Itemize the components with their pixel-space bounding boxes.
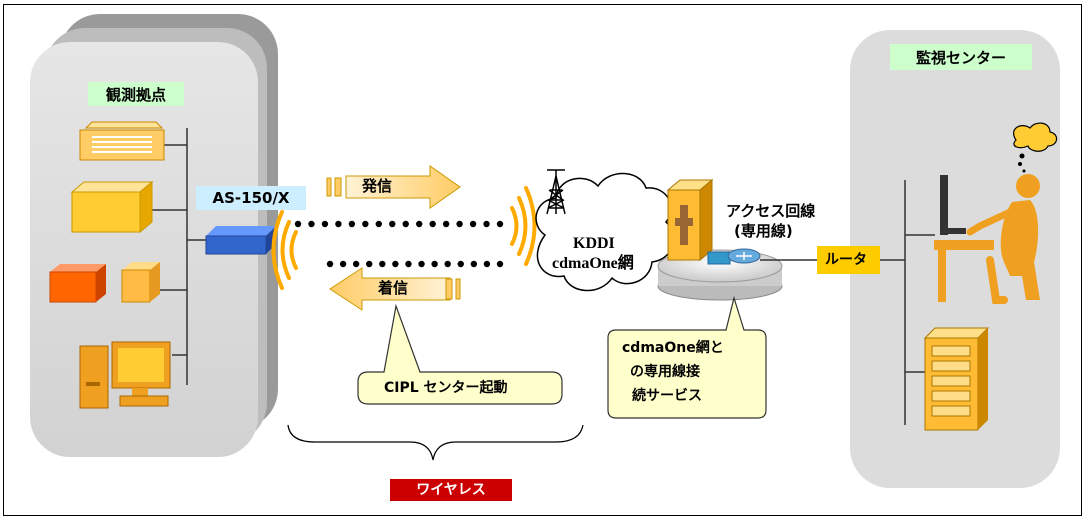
as150x-device-icon — [205, 226, 276, 255]
as150x-device-label: AS-150/X — [196, 186, 306, 210]
equipment-striped-box-icon — [79, 121, 165, 161]
link-dot — [457, 260, 464, 268]
network-name-line2: cdmaOne網 — [552, 255, 634, 272]
link-dot — [348, 220, 356, 228]
right-radio-waves-icon — [510, 186, 537, 266]
link-dot — [389, 220, 396, 228]
link-dot — [362, 220, 369, 228]
dotted-wireless-links — [294, 220, 504, 268]
wireless-badge-label: ワイヤレス — [416, 482, 486, 498]
link-dot — [326, 260, 334, 268]
link-dot — [456, 220, 463, 228]
antenna-tower-icon — [546, 169, 566, 215]
monitor-center-label: 監視センター — [890, 44, 1032, 70]
thought-bubble-icon — [1013, 122, 1058, 173]
service-callout-line1: cdmaOne網と — [622, 340, 724, 356]
wireless-brace-shape — [287, 424, 584, 461]
link-dot — [375, 220, 382, 228]
observation-site-label: 観測拠点 — [88, 82, 184, 106]
service-callout-line2: の専用線接 — [630, 364, 700, 380]
cipl-callout-text: CIPL センター起動 — [384, 380, 508, 396]
access-line-type-label: (専用線) — [734, 222, 793, 240]
link-dot — [392, 260, 399, 268]
router-label: ルータ — [825, 252, 867, 268]
service-callout-shape — [607, 295, 767, 419]
link-dot — [366, 260, 373, 268]
link-dot — [321, 220, 329, 228]
link-dot — [444, 260, 451, 268]
link-dot — [352, 260, 360, 268]
equipment-orange-box-icon — [49, 262, 160, 303]
link-dot — [379, 260, 386, 268]
server-tower-icon — [923, 327, 990, 431]
link-dot — [483, 220, 490, 228]
link-dot — [496, 260, 504, 268]
personal-computer-icon — [79, 341, 171, 409]
link-dot — [429, 220, 436, 228]
link-dot — [442, 220, 450, 228]
link-dot — [402, 220, 409, 228]
link-dot — [496, 220, 504, 228]
network-name-line1: KDDI — [573, 235, 615, 252]
link-dot — [431, 260, 438, 268]
outgoing-signal-label: 発信 — [362, 177, 393, 195]
incoming-signal-arrow — [329, 267, 461, 311]
link-dot — [405, 260, 412, 268]
link-dot — [469, 220, 477, 228]
link-dot — [416, 220, 423, 228]
wireless-badge-box — [390, 479, 512, 501]
left-radio-waves-icon — [271, 210, 298, 290]
network-cloud-shape — [535, 172, 675, 292]
incoming-signal-label: 着信 — [378, 279, 409, 297]
firewall-gateway-icon — [666, 178, 714, 262]
access-line-label: アクセス回線 — [726, 202, 816, 220]
router-icon — [707, 248, 761, 265]
diagram-frame — [3, 4, 1082, 516]
link-dot — [335, 220, 342, 228]
outgoing-signal-arrow — [326, 165, 461, 209]
link-dot — [339, 260, 347, 268]
service-callout-line3: 続サービス — [632, 388, 702, 404]
equipment-box-icon — [70, 180, 154, 234]
cipl-callout-shape — [357, 303, 563, 405]
link-dot — [483, 260, 491, 268]
link-dot — [418, 260, 425, 268]
link-dot — [470, 260, 478, 268]
router-label-box — [817, 246, 880, 274]
link-dot — [308, 220, 315, 228]
center-network-lines — [760, 180, 935, 425]
monitor-center-panel — [850, 30, 1060, 488]
observation-bus-lines — [152, 128, 210, 385]
operator-at-desk-icon — [934, 174, 1040, 304]
link-dot — [294, 220, 302, 228]
